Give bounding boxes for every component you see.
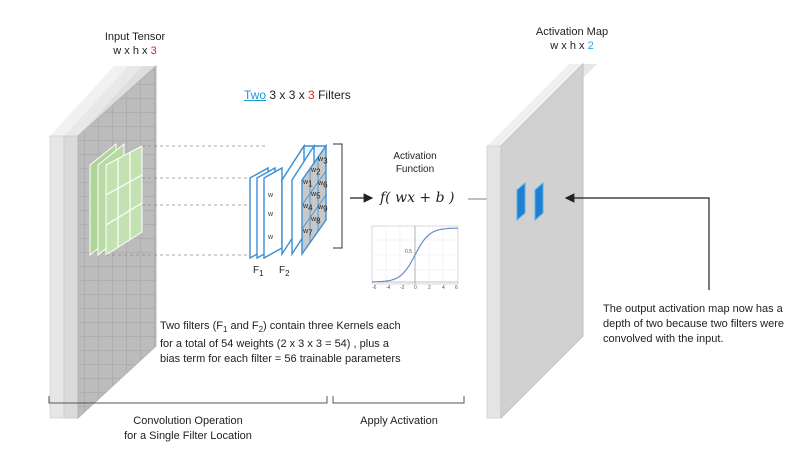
input-kernel-stack — [89, 142, 143, 257]
filter-f1-label: F1 — [253, 265, 264, 278]
sigmoid-plot — [371, 225, 459, 285]
output-note-line2: depth of two because two filters were — [603, 318, 784, 330]
weight-w3: w3 — [318, 156, 328, 166]
activation-slab-front — [500, 62, 584, 420]
activation-value-1 — [516, 181, 526, 222]
parameters-note-line2: for a total of 54 weights (2 x 3 x 3 = 5… — [160, 338, 389, 351]
plot-x-tick: -4 — [386, 285, 391, 291]
weight-w5: w5 — [311, 191, 321, 201]
parameters-note-line1: Two filters (F1 and F2) contain three Ke… — [160, 320, 401, 335]
parameters-note-line3: bias term for each filter = 56 trainable… — [160, 353, 401, 366]
weight-w8: w8 — [311, 216, 321, 226]
plot-y-tick: 0.5 — [405, 249, 412, 255]
filters-caption: Two 3 x 3 x 3 Filters — [244, 88, 351, 102]
input-tensor-dims: w x h x 3 — [113, 45, 157, 57]
filter-f2-label: F2 — [279, 265, 290, 278]
two-filters-link: Two — [244, 88, 267, 102]
input-slab-1 — [50, 66, 128, 136]
output-note-line3: convolved with the input. — [603, 333, 724, 345]
parameters-note: Two filters (F1 and F2) contain three Ke… — [160, 319, 401, 367]
apply-activation-label: Apply Activation — [360, 415, 438, 427]
plot-x-tick: 0 — [414, 285, 417, 291]
activation-formula: f( wx + b ) — [380, 190, 455, 206]
activation-value-2 — [534, 181, 544, 222]
weight-w2: w2 — [311, 167, 321, 177]
weight-w4: w4 — [303, 203, 313, 213]
activation-map — [486, 62, 597, 420]
svg-text:w: w — [267, 211, 274, 218]
weight-w6: w6 — [318, 180, 328, 190]
svg-text:w: w — [267, 234, 274, 241]
output-note-line1: The output activation map now has a — [603, 303, 783, 315]
convolution-bracket — [48, 396, 328, 404]
weight-w9: w9 — [318, 204, 328, 214]
input-slab-2 — [64, 66, 142, 136]
activation-slab-back — [486, 145, 502, 419]
svg-text:w: w — [267, 192, 274, 199]
activation-map-title: Activation Map — [535, 26, 609, 38]
plot-x-tick: 2 — [428, 285, 431, 291]
activation-bracket — [332, 396, 465, 404]
filter-f2 — [280, 143, 328, 257]
output-note: The output activation map now has a dept… — [603, 302, 784, 347]
weight-w7: w7 — [303, 228, 313, 238]
activation-map-dims: w x h x 2 — [550, 40, 594, 52]
plot-x-tick: -6 — [372, 285, 377, 291]
plot-x-tick: 4 — [442, 285, 445, 291]
input-tensor-title: Input Tensor — [104, 31, 166, 43]
filter-f1: w w w — [249, 166, 283, 260]
plot-x-tick: -2 — [400, 285, 405, 291]
weight-w1: w1 — [303, 179, 313, 189]
filter-bracket — [333, 143, 343, 249]
projection-lines — [106, 145, 268, 256]
note-arrow — [564, 193, 710, 290]
plot-x-tick: 6 — [455, 285, 458, 291]
sigmoid-curve — [371, 227, 459, 283]
